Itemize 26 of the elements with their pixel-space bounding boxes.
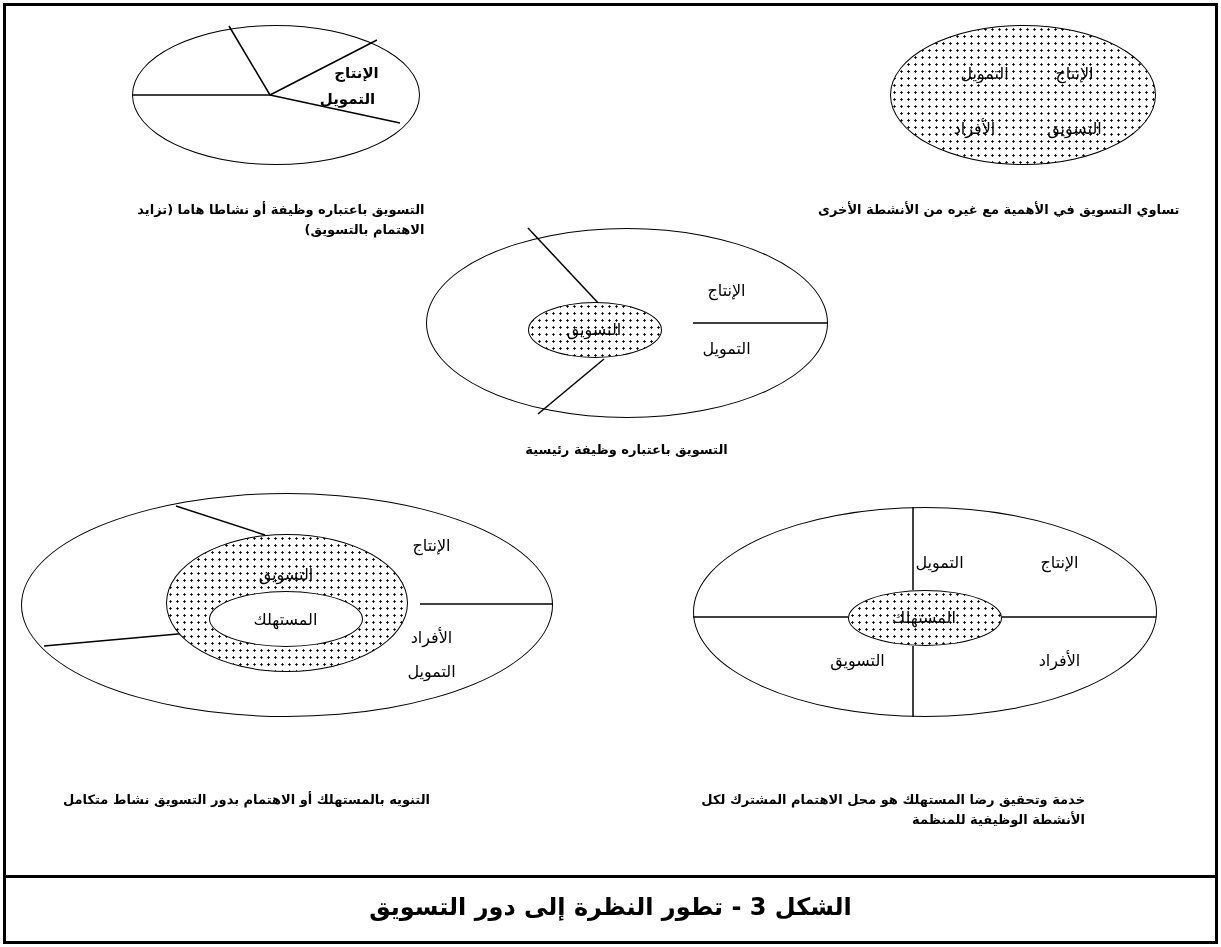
segment-label: الإنتاج: [334, 63, 379, 82]
diagram-description: التسويق باعتباره وظيفة أو نشاطا هاما (تزايد الاهتمام بالتسويق): [136, 200, 425, 240]
diagram-description: خدمة وتحقيق رضا المستهلك هو محل الاهتمام المشترك لكل الأنشطة الوظيفية للمنظمة: [700, 791, 1085, 829]
segment-label: الإنتاج: [707, 280, 746, 299]
segment-label: الإنتاج: [1040, 552, 1079, 571]
segment-label: التمويل: [915, 552, 964, 571]
segment-label: الأفراد: [953, 118, 996, 137]
segment-label: التمويل: [702, 338, 751, 357]
segment-label: الأفراد: [410, 627, 453, 646]
segment-label: التمويل: [960, 63, 1009, 82]
segment-label: الأفراد: [1038, 650, 1081, 669]
segment-label: التمويل: [407, 661, 456, 680]
segment-label: المستهلك: [253, 609, 318, 628]
segment-label: المستهلك: [892, 607, 956, 627]
diagram-description: التنويه بالمستهلك أو الاهتمام بدور التسويق نشاط متكامل: [61, 790, 430, 810]
segment-label: التسويق: [830, 650, 885, 669]
segment-label: التسويق: [258, 564, 314, 584]
ellipse: [209, 591, 363, 647]
segment-label: التسويق: [566, 319, 622, 339]
segment-label: التسويق: [1047, 118, 1102, 137]
segment-label: التمويل: [319, 89, 376, 108]
diagram-description: تساوي التسويق في الأهمية مع غيره من الأنشطة الأخرى: [817, 200, 1180, 219]
diagram-description: التسويق باعتباره وظيفة رئيسية: [524, 440, 729, 459]
segment-label: الإنتاج: [412, 535, 451, 554]
segment-label: الإنتاج: [1055, 63, 1094, 82]
figure-caption: الشكل 3 - تطور النظرة إلى دور التسويق: [369, 893, 852, 921]
